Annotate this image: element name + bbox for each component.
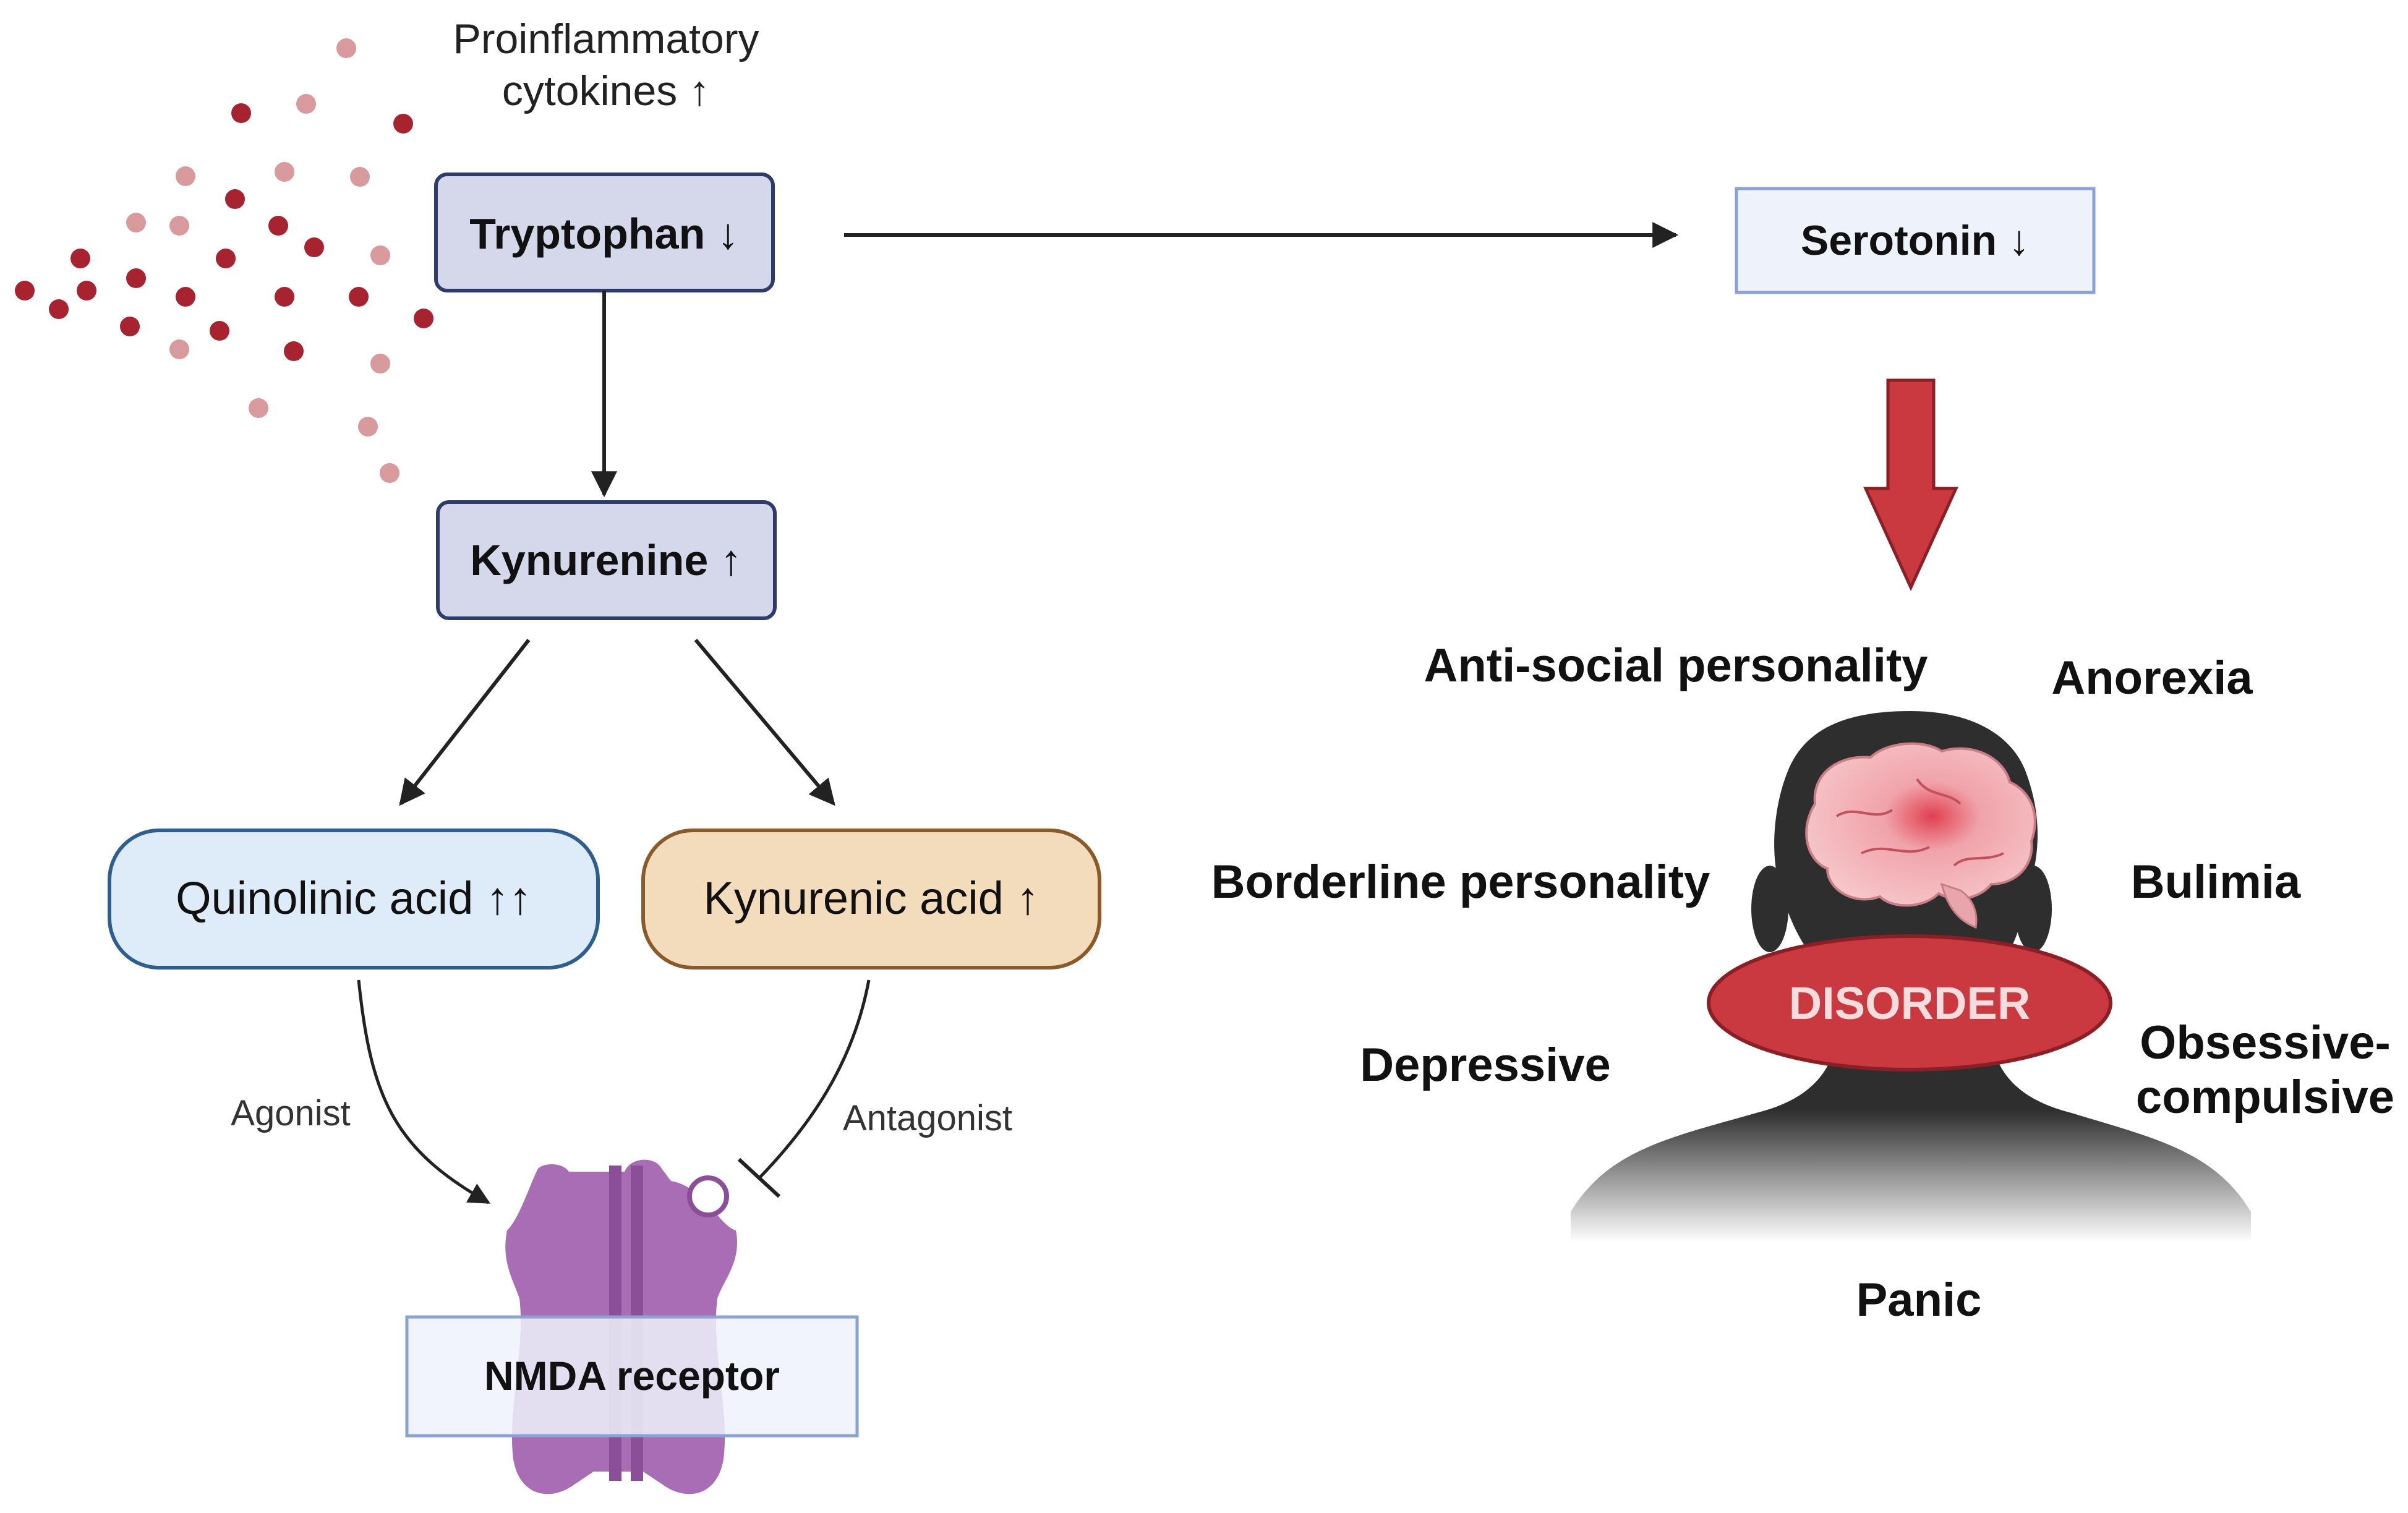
cytokine-dot xyxy=(231,103,251,123)
arrow-kynurenine-kynurenic xyxy=(694,639,835,806)
cytokine-dot xyxy=(169,339,189,359)
cytokine-dot xyxy=(210,321,229,341)
down-arrow-icon xyxy=(1863,378,1958,592)
brain-icon xyxy=(1805,742,2036,929)
disorder-center-label: DISORDER xyxy=(1789,978,2031,1029)
cytokine-dot xyxy=(176,166,195,186)
disorder-antisocial: Anti-social personality xyxy=(1424,639,1928,692)
cytokine-dot xyxy=(225,189,245,209)
antagonist-bar xyxy=(737,1157,781,1198)
serotonin-node: Serotonin ↓ xyxy=(1735,187,2096,294)
agonist-arrow xyxy=(357,979,491,1204)
disorder-anorexia: Anorexia xyxy=(2051,652,2253,704)
cytokine-dot xyxy=(70,249,90,268)
disorder-bulimia: Bulimia xyxy=(2131,856,2301,908)
agonist-label: Agonist xyxy=(231,1093,350,1133)
serotonin-label: Serotonin ↓ xyxy=(1801,217,2030,264)
cytokines-label-line2: cytokines ↑ xyxy=(502,67,710,114)
quinolinic-acid-node: Quinolinic acid ↑↑ xyxy=(108,829,600,970)
antagonist-label: Antagonist xyxy=(843,1098,1012,1138)
nmda-receptor-label: NMDA receptor xyxy=(484,1353,780,1399)
nmda-receptor-node: NMDA receptor xyxy=(405,1315,859,1438)
cytokine-dot xyxy=(358,417,378,437)
disorder-badge: DISORDER xyxy=(1707,934,2112,1072)
kynurenic-acid-node: Kynurenic acid ↑ xyxy=(641,829,1101,970)
tryptophan-label: Tryptophan ↓ xyxy=(469,210,739,258)
cytokine-dot xyxy=(296,94,316,114)
cytokine-dot xyxy=(126,268,146,288)
cytokine-dot xyxy=(268,216,288,236)
cytokine-dot xyxy=(349,287,369,307)
cytokine-dot xyxy=(350,167,370,187)
disorder-ocd-line2: compulsive xyxy=(2136,1071,2394,1123)
cytokine-dot xyxy=(176,287,195,307)
antagonist-inhibit-line xyxy=(758,979,871,1179)
disorder-panic: Panic xyxy=(1856,1274,1982,1326)
kynurenine-label: Kynurenine ↑ xyxy=(470,536,742,584)
cytokine-dot xyxy=(275,162,294,182)
cytokine-dot xyxy=(370,354,390,373)
cytokine-dot xyxy=(336,38,356,58)
kynurenic-acid-label: Kynurenic acid ↑ xyxy=(704,872,1040,924)
cytokine-dot xyxy=(216,249,236,268)
kynurenine-node: Kynurenine ↑ xyxy=(436,500,777,620)
cytokine-dots xyxy=(15,38,433,483)
tryptophan-node: Tryptophan ↓ xyxy=(434,173,775,292)
cytokine-dot xyxy=(77,281,96,300)
cytokine-dot xyxy=(304,237,324,257)
disorder-depressive: Depressive xyxy=(1360,1039,1611,1091)
disorder-ocd-line1: Obsessive- xyxy=(2140,1016,2391,1069)
cytokine-dot xyxy=(380,463,399,483)
cytokine-dot xyxy=(393,114,413,134)
cytokine-dot xyxy=(120,317,140,336)
cytokine-dot xyxy=(169,216,189,236)
cytokine-dot xyxy=(275,287,294,307)
cytokines-label-line1: Proinflammatory xyxy=(453,15,759,62)
cytokine-dot xyxy=(414,309,433,328)
cytokine-dot xyxy=(284,341,304,361)
disorder-borderline: Borderline personality xyxy=(1211,856,1710,908)
cytokine-dot xyxy=(15,281,35,300)
cytokine-dot xyxy=(126,213,146,232)
arrow-kynurenine-quinolinic xyxy=(399,639,531,806)
cytokine-dot xyxy=(370,245,390,265)
cytokine-dot xyxy=(249,398,268,418)
quinolinic-acid-label: Quinolinic acid ↑↑ xyxy=(176,872,532,924)
cytokine-dot xyxy=(49,299,69,319)
